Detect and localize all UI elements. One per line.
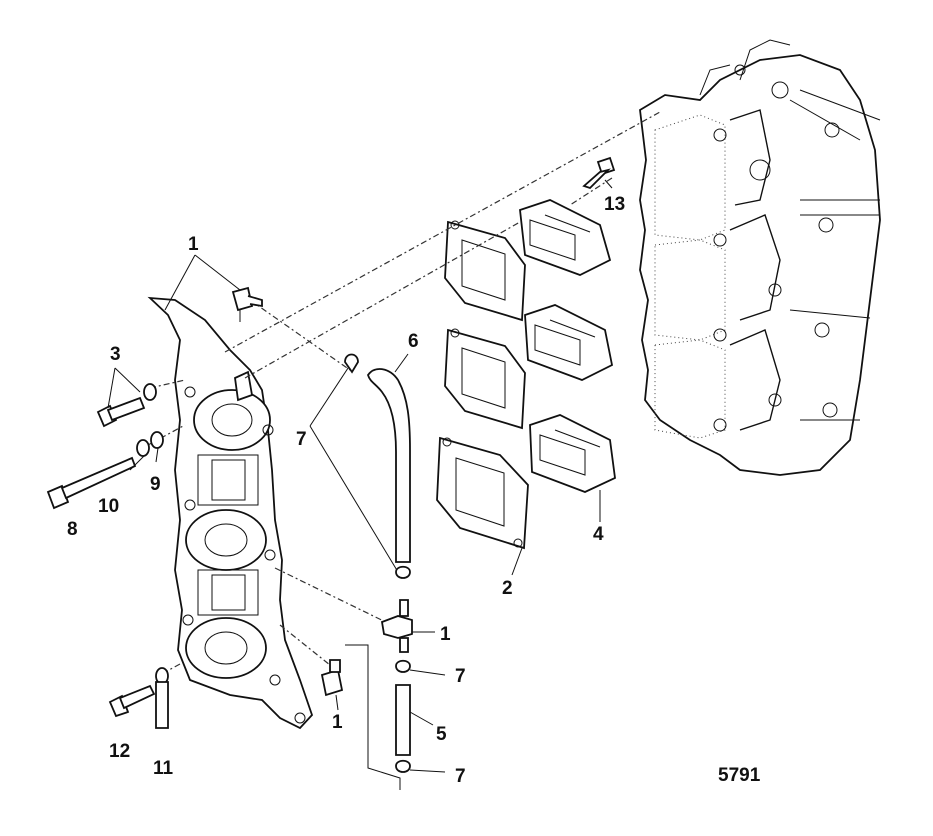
crankcase-block	[639, 39, 881, 476]
callout-1-middle: 1	[440, 624, 451, 645]
callout-leaders	[107, 179, 613, 773]
callout-9: 9	[150, 474, 161, 495]
callout-7-middle: 7	[455, 666, 466, 687]
callout-12: 12	[109, 741, 130, 762]
pin-11	[155, 667, 169, 729]
callout-7-bottom: 7	[455, 766, 466, 787]
alignment-lines	[147, 111, 661, 790]
callout-1-top: 1	[188, 234, 199, 255]
callout-1-bottom: 1	[332, 712, 343, 733]
callout-3: 3	[110, 344, 121, 365]
tee-fitting-middle	[380, 599, 413, 653]
callout-10: 10	[98, 496, 119, 517]
reed-gasket-set	[436, 220, 529, 550]
callout-4: 4	[593, 524, 604, 545]
elbow-fitting-bottom	[320, 659, 344, 697]
callout-8: 8	[67, 519, 78, 540]
hose-5	[395, 684, 411, 756]
callout-6: 6	[408, 331, 419, 352]
callout-5: 5	[436, 724, 447, 745]
callout-7-upper: 7	[296, 429, 307, 450]
screw-3	[96, 383, 157, 428]
callout-11: 11	[153, 758, 174, 779]
clamps-7	[344, 353, 411, 773]
callout-13: 13	[604, 194, 625, 215]
callout-2: 2	[502, 578, 513, 599]
intake-manifold	[147, 296, 314, 730]
fitting-top	[231, 286, 263, 322]
screw-13	[582, 156, 616, 190]
reed-block-assembly	[519, 199, 616, 493]
hose-6	[367, 368, 411, 563]
screw-12	[108, 684, 156, 718]
figure-number: 5791	[718, 765, 761, 786]
bolt-8	[46, 431, 164, 510]
